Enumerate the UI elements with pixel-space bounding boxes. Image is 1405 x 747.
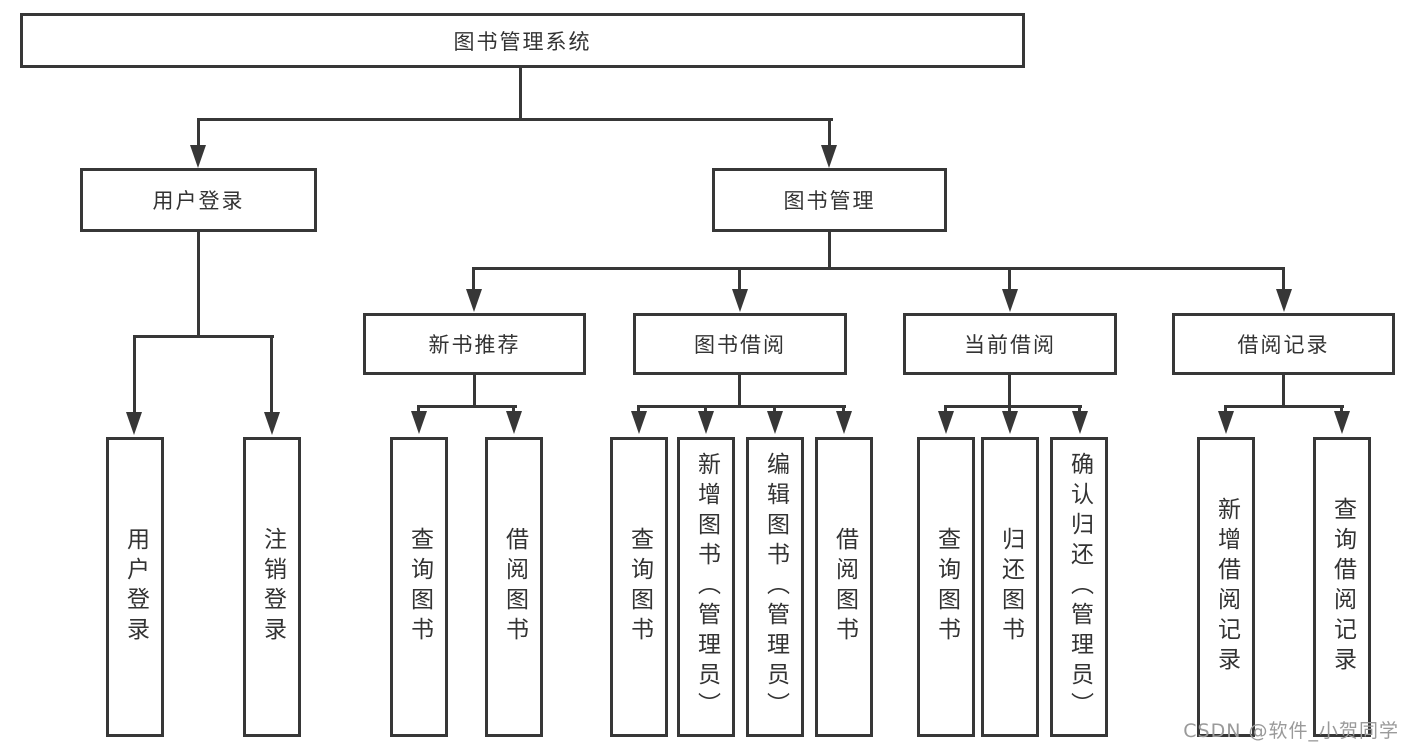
arrowhead-icon	[126, 412, 142, 435]
leaf-user-login: 用户登录	[106, 437, 164, 737]
connector-stem-user-login	[197, 120, 200, 147]
arrowhead-icon	[1072, 411, 1088, 434]
arrowhead-icon	[821, 145, 837, 168]
node-current-borrow: 当前借阅	[903, 313, 1117, 375]
arrowhead-icon	[1218, 411, 1234, 434]
node-borrow-records: 借阅记录	[1172, 313, 1395, 375]
connector-stem-book-borrow	[738, 269, 741, 291]
csdn-watermark: CSDN @软件_小贺同学	[1183, 720, 1399, 742]
arrowhead-icon	[466, 289, 482, 312]
connector-borrow-records-drop	[1282, 375, 1285, 408]
connector-root-drop	[519, 68, 522, 121]
connector-borrow-records-spread	[1224, 405, 1344, 408]
leaf-query-book-borrow: 查询图书	[610, 437, 668, 737]
arrowhead-icon	[190, 145, 206, 168]
leaf-borrow-book-recommend: 借阅图书	[485, 437, 543, 737]
connector-stem-leaf-logout	[270, 337, 273, 414]
connector-stem-leaf-user-login	[133, 337, 136, 414]
connector-book-borrow-spread	[637, 405, 846, 408]
leaf-add-borrow-record: 新增借阅记录	[1197, 437, 1255, 737]
arrowhead-icon	[836, 411, 852, 434]
node-book-management: 图书管理	[712, 168, 947, 232]
arrowhead-icon	[631, 411, 647, 434]
node-new-book-recommend: 新书推荐	[363, 313, 586, 375]
arrowhead-icon	[767, 411, 783, 434]
connector-current-borrow-spread	[944, 405, 1082, 408]
node-library-management-system: 图书管理系统	[20, 13, 1025, 68]
connector-stem-borrow-records	[1282, 269, 1285, 291]
arrowhead-icon	[264, 412, 280, 435]
arrowhead-icon	[698, 411, 714, 434]
arrowhead-icon	[1002, 289, 1018, 312]
arrowhead-icon	[506, 411, 522, 434]
connector-book-management-drop	[828, 232, 831, 270]
connector-stem-new-book-recommend	[472, 269, 475, 291]
leaf-logout-login: 注销登录	[243, 437, 301, 737]
leaf-add-book-admin: 新增图书（管理员）	[677, 437, 735, 737]
connector-stem-book-management	[828, 120, 831, 147]
connector-book-management-spread	[472, 267, 1285, 270]
arrowhead-icon	[1276, 289, 1292, 312]
connector-book-borrow-drop	[738, 375, 741, 408]
leaf-confirm-return-admin: 确认归还（管理员）	[1050, 437, 1108, 737]
node-user-login: 用户登录	[80, 168, 317, 232]
connector-new-book-recommend-drop	[473, 375, 476, 408]
leaf-query-book-current: 查询图书	[917, 437, 975, 737]
leaf-borrow-book: 借阅图书	[815, 437, 873, 737]
arrowhead-icon	[1002, 411, 1018, 434]
arrowhead-icon	[411, 411, 427, 434]
leaf-edit-book-admin: 编辑图书（管理员）	[746, 437, 804, 737]
leaf-return-book: 归还图书	[981, 437, 1039, 737]
leaf-query-book-recommend: 查询图书	[390, 437, 448, 737]
connector-current-borrow-drop	[1008, 375, 1011, 408]
arrowhead-icon	[938, 411, 954, 434]
node-book-borrow: 图书借阅	[633, 313, 847, 375]
arrowhead-icon	[1334, 411, 1350, 434]
connector-user-login-spread	[133, 335, 274, 338]
connector-new-book-recommend-spread	[417, 405, 517, 408]
leaf-query-borrow-record: 查询借阅记录	[1313, 437, 1371, 737]
connector-stem-current-borrow	[1008, 269, 1011, 291]
arrowhead-icon	[732, 289, 748, 312]
connector-user-login-drop	[197, 232, 200, 338]
connector-root-spread	[197, 118, 833, 121]
